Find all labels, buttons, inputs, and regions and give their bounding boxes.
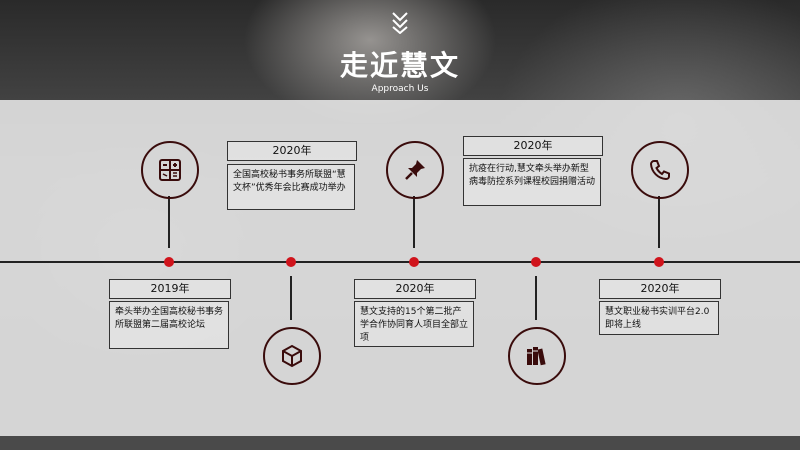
event-year: 2020年 bbox=[463, 136, 603, 156]
timeline-dot-2020 bbox=[286, 257, 296, 267]
header: 走近慧文 Approach Us bbox=[0, 0, 800, 100]
event-icon-circle bbox=[386, 141, 444, 199]
connector-line bbox=[658, 196, 660, 248]
event-description: 全国高校秘书事务所联盟“慧文杯”优秀年会比赛成功举办 bbox=[227, 164, 355, 210]
page-subtitle: Approach Us bbox=[371, 84, 429, 94]
phone-icon bbox=[649, 160, 670, 181]
timeline-dot-2020 bbox=[654, 257, 664, 267]
event-year: 2020年 bbox=[354, 279, 476, 299]
event-description: 慧文支持的15个第二批产学合作协同育人项目全部立项 bbox=[354, 301, 474, 347]
event-icon-circle bbox=[631, 141, 689, 199]
event-year: 2020年 bbox=[599, 279, 721, 299]
event-description: 慧文职业秘书实训平台2.0即将上线 bbox=[599, 301, 719, 335]
event-icon-circle bbox=[141, 141, 199, 199]
pushpin-icon bbox=[405, 160, 425, 180]
timeline-axis bbox=[0, 261, 800, 263]
page-title: 走近慧文 bbox=[339, 49, 460, 82]
box-icon bbox=[282, 344, 302, 368]
connector-line bbox=[290, 276, 292, 320]
timeline-dot-2020 bbox=[409, 257, 419, 267]
connector-line bbox=[413, 196, 415, 248]
event-description: 抗疫在行动,慧文牵头举办新型病毒防控系列课程校园捐赠活动 bbox=[463, 158, 601, 206]
event-year: 2019年 bbox=[109, 279, 231, 299]
calculator-icon bbox=[159, 159, 181, 181]
books-icon bbox=[527, 347, 546, 366]
connector-line bbox=[168, 196, 170, 248]
event-description: 牵头举办全国高校秘书事务所联盟第二届高校论坛 bbox=[109, 301, 229, 349]
event-icon-circle bbox=[508, 327, 566, 385]
timeline-dot-2019 bbox=[164, 257, 174, 267]
event-icon-circle bbox=[263, 327, 321, 385]
timeline-dot-2020 bbox=[531, 257, 541, 267]
connector-line bbox=[535, 276, 537, 320]
event-year: 2020年 bbox=[227, 141, 357, 161]
double-chevron-down-icon bbox=[392, 12, 408, 34]
